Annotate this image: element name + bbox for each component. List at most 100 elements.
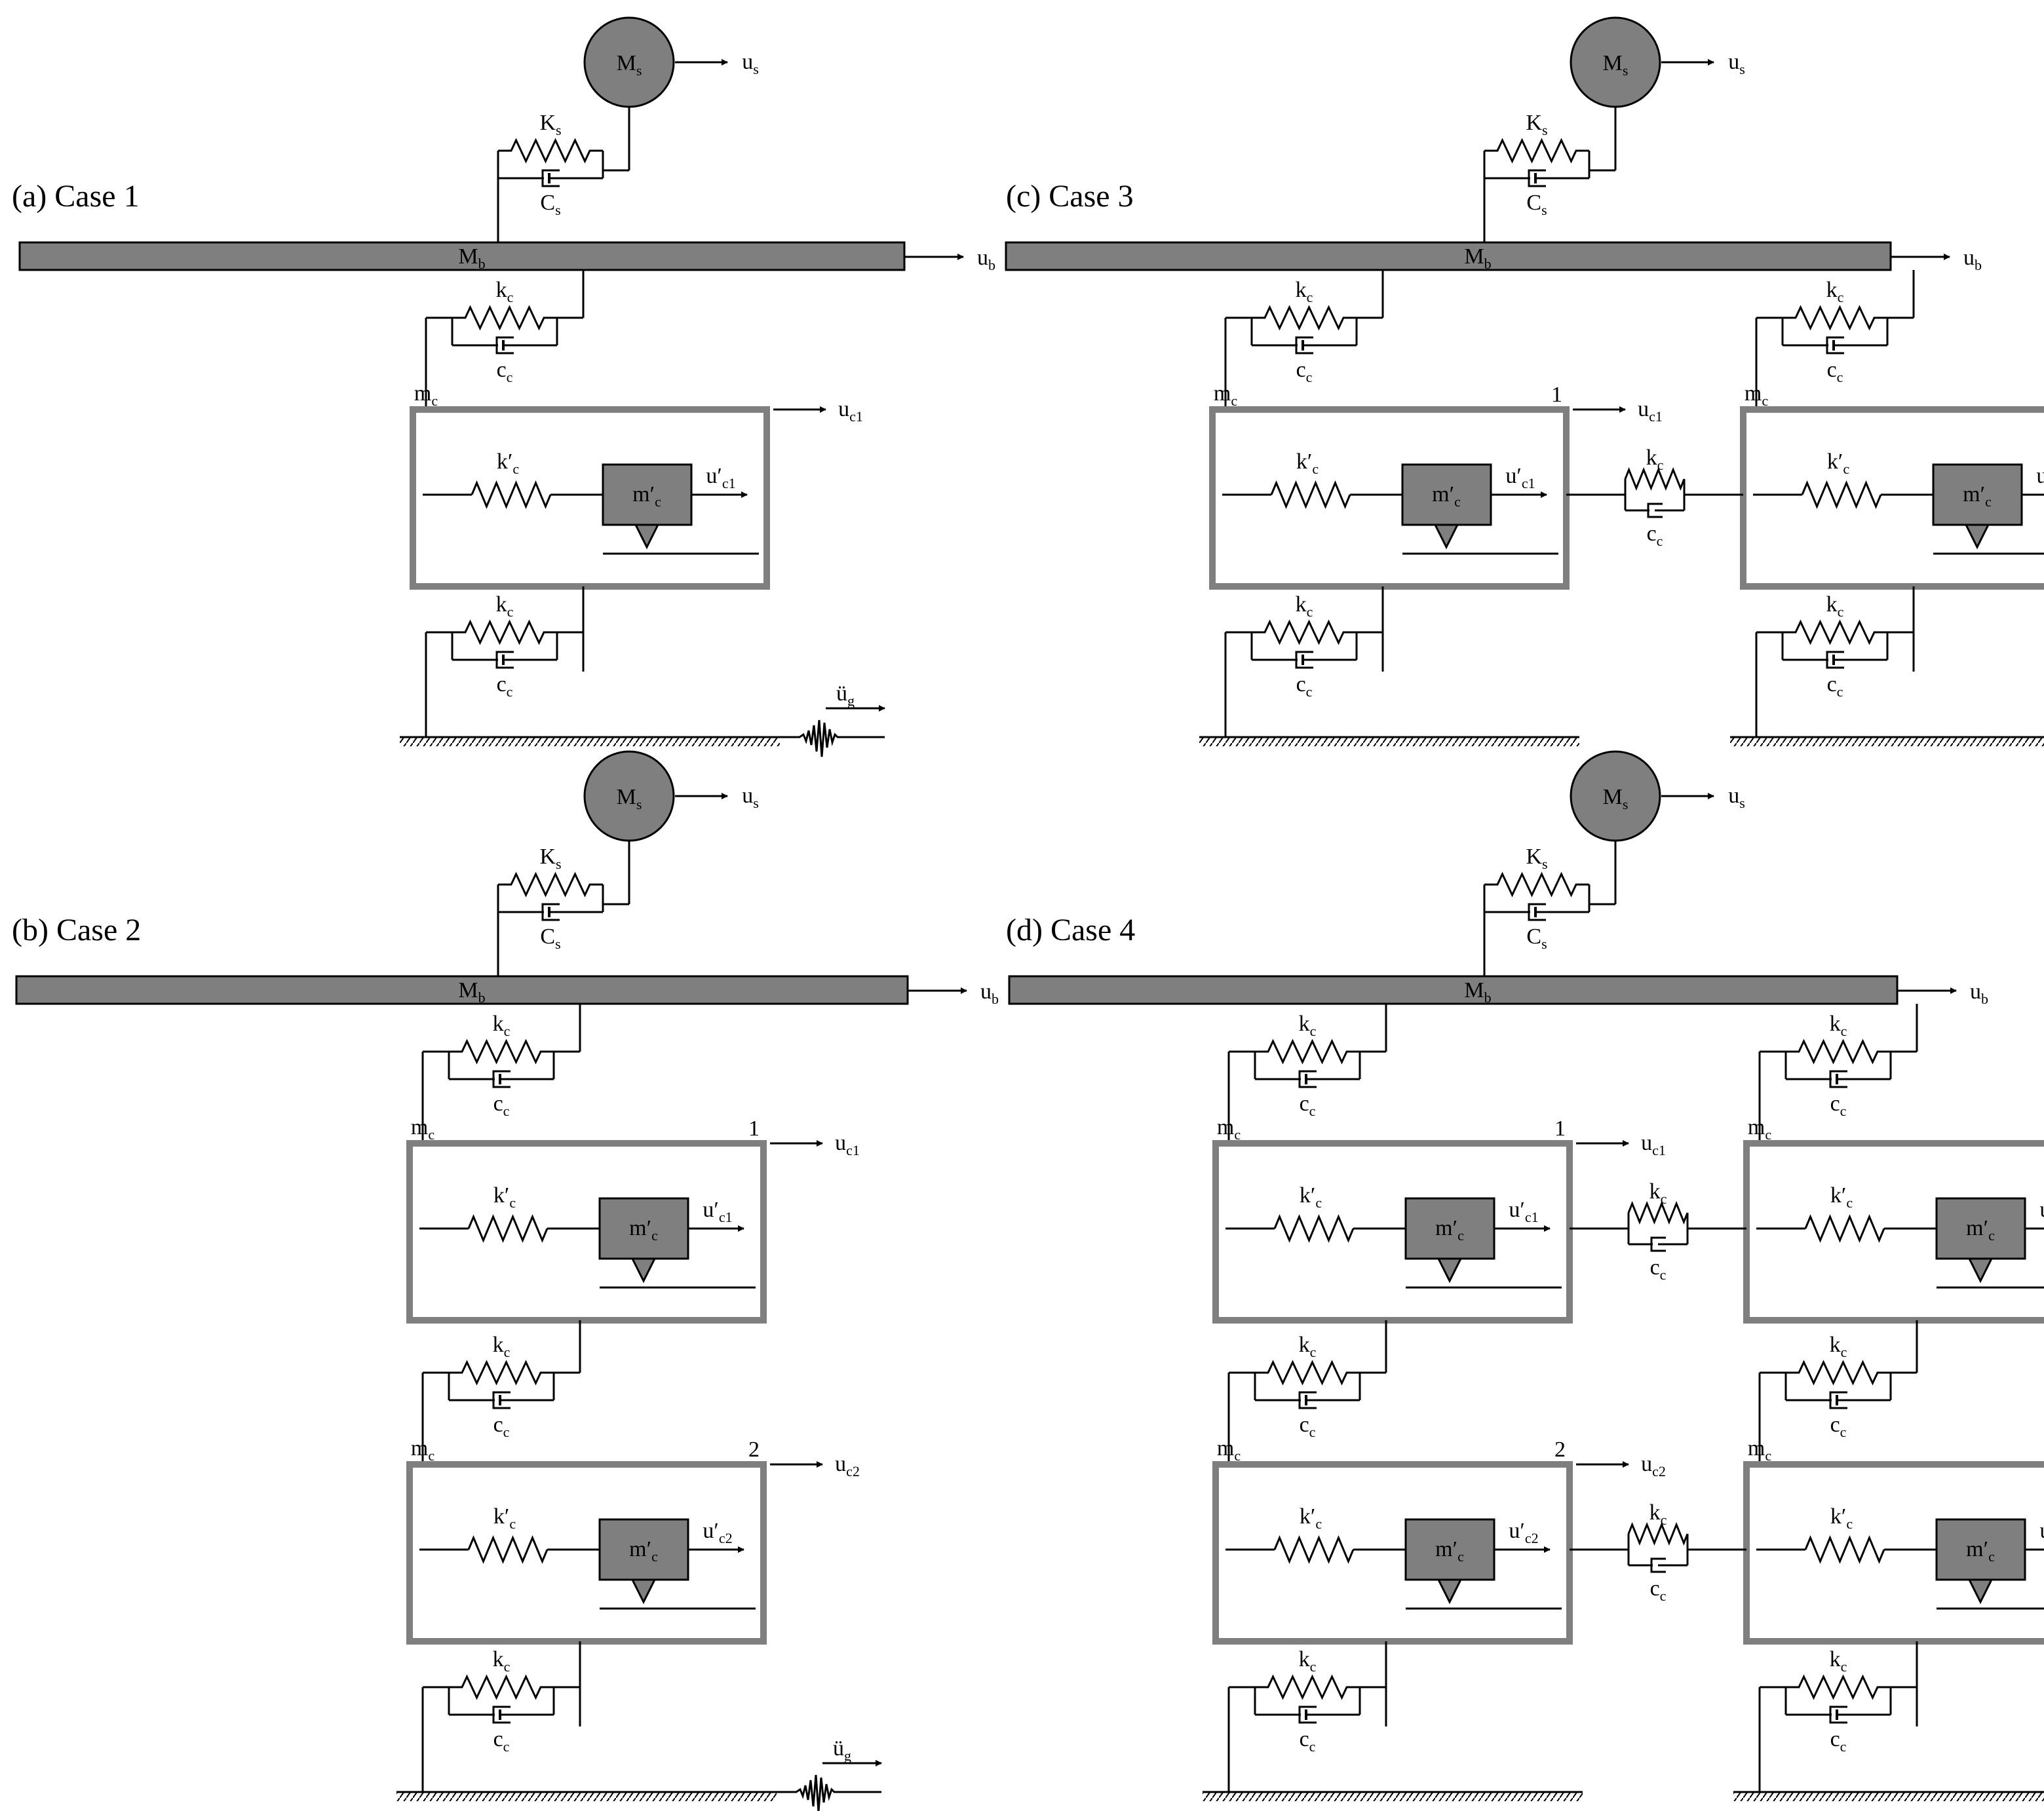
panel-c-col2-foundation-isolator-spring bbox=[1783, 619, 1887, 645]
panel-a-col1-foundation-isolator-spring bbox=[452, 619, 557, 645]
panel-c-column-1-mpc-label: m′c bbox=[1432, 482, 1461, 510]
panel-b-column-2-kpc-label: k′c bbox=[493, 1504, 516, 1532]
panel-d-col2-isolator-2-damper-cup bbox=[1829, 1391, 1847, 1409]
panel-d-col2-isolator-1-spring bbox=[1786, 1039, 1891, 1065]
panel-a-caption: (a) Case 1 bbox=[12, 179, 140, 214]
panel-c-col1-foundation-isolator-c-label: cc bbox=[1296, 672, 1313, 700]
panel-d-caption: (d) Case 4 bbox=[1006, 913, 1135, 947]
panel-b-column-2-inner-disp-label: u′c2 bbox=[703, 1519, 732, 1546]
panel-d-column-3-mpc-label: m′c bbox=[1966, 1216, 1995, 1244]
panel-c-base-slab bbox=[1005, 241, 1892, 271]
panel-d-col2-isolator-2-c-label: cc bbox=[1830, 1413, 1847, 1440]
panel-d-row2-coupler-c-label: cc bbox=[1650, 1576, 1667, 1604]
panel-d-row2-coupler-spring bbox=[1627, 1521, 1689, 1546]
panel-b-column-2-mc-label: mc bbox=[411, 1436, 434, 1464]
panel-d-column-4-inner-disp-label: u′c4 bbox=[2039, 1519, 2044, 1546]
panel-c-column-1-id-number: 1 bbox=[1551, 383, 1562, 407]
panel-b-col1-isolator-2-spring bbox=[449, 1360, 554, 1386]
panel-a-col1-foundation-isolator-c-label: cc bbox=[497, 672, 513, 700]
panel-a-superstructure-isolator-c-label: Cs bbox=[540, 191, 560, 218]
panel-d-row1-coupler-damper-cup bbox=[1650, 1236, 1666, 1252]
panel-c-column-1-inner-mass bbox=[1401, 463, 1492, 526]
panel-c-col1-isolator-1-spring bbox=[1252, 305, 1357, 331]
panel-d-col2-foundation-isolator-damper-cup bbox=[1829, 1706, 1847, 1724]
panel-a-superstructure-isolator-damper-cup bbox=[541, 169, 560, 187]
panel-c-col2-foundation-isolator-c-label: cc bbox=[1827, 672, 1843, 700]
panel-a-col1-foundation-isolator-damper-cup bbox=[495, 651, 514, 669]
panel-b-column-1-kpc-label: k′c bbox=[493, 1183, 516, 1211]
panel-d-column-1-kpc-label: k′c bbox=[1300, 1183, 1322, 1211]
panel-d-row2-coupler-damper-cup bbox=[1650, 1557, 1666, 1573]
panel-a-Mb-label: Mb bbox=[458, 244, 485, 272]
panel-a-col1-isolator-1-k-label: kc bbox=[496, 278, 514, 305]
panel-d-Mb-label: Mb bbox=[1464, 978, 1491, 1006]
panel-a-column-1-kpc-label: k′c bbox=[497, 449, 519, 477]
panel-d-column-1-frame bbox=[1212, 1140, 1573, 1324]
panel-b-col1-isolator-1-k-label: kc bbox=[493, 1012, 511, 1039]
panel-d-column-3-inner-disp-label: u′c3 bbox=[2039, 1198, 2044, 1225]
panel-d-us-label: us bbox=[1728, 784, 1745, 811]
panel-d-col1-isolator-1-spring bbox=[1255, 1039, 1360, 1065]
panel-c-col1-foundation-isolator-spring bbox=[1252, 619, 1357, 645]
panel-d-col2-foundation-isolator-c-label: cc bbox=[1830, 1727, 1847, 1755]
panel-c-col1-foundation-isolator-damper-cup bbox=[1295, 651, 1313, 669]
panel-c-us-label: us bbox=[1728, 50, 1745, 77]
panel-c-column-2-mc-label: mc bbox=[1745, 381, 1768, 409]
panel-d-col2-ground-hatch bbox=[1733, 1792, 2044, 1801]
panel-b-col1-foundation-isolator-spring bbox=[449, 1674, 554, 1700]
panel-a-ub-label: ub bbox=[977, 246, 995, 273]
panel-c-column-1-inner-spring bbox=[1270, 480, 1351, 509]
panel-c-column-2-inner-disp-label: u′c2 bbox=[2036, 464, 2044, 491]
panel-b-ub-label: ub bbox=[980, 980, 999, 1007]
panel-d-row1-coupler-k-label: kc bbox=[1649, 1179, 1667, 1207]
panel-d-col2-isolator-1-damper-cup bbox=[1829, 1070, 1847, 1088]
panel-a-column-1-frame bbox=[410, 406, 770, 590]
panel-d-col1-isolator-2-c-label: cc bbox=[1300, 1413, 1316, 1440]
panel-a-column-1-mc-label: mc bbox=[414, 381, 438, 409]
panel-d-col2-foundation-isolator-k-label: kc bbox=[1830, 1647, 1847, 1675]
panel-d-column-3-inner-spring bbox=[1804, 1214, 1885, 1243]
panel-b-superstructure-isolator-k-label: Ks bbox=[539, 845, 561, 872]
panel-d-column-2-support-wedge bbox=[1437, 1578, 1463, 1605]
panel-b-col1-foundation-isolator-damper-cup bbox=[492, 1706, 511, 1724]
panel-b-col1-foundation-isolator-k-label: kc bbox=[493, 1647, 511, 1675]
panel-b-column-1-support-wedge bbox=[630, 1257, 657, 1284]
panel-c-column-2-inner-mass bbox=[1932, 463, 2023, 526]
panel-d-column-4-support-wedge bbox=[1967, 1578, 1994, 1605]
panel-c-Mb-label: Mb bbox=[1464, 244, 1491, 272]
panel-c-row1-coupler-c-label: cc bbox=[1647, 522, 1663, 549]
panel-a-base-slab bbox=[18, 241, 906, 271]
panel-d-column-4-kpc-label: k′c bbox=[1830, 1504, 1853, 1532]
panel-b-col1-isolator-2-c-label: cc bbox=[493, 1413, 510, 1440]
panel-c-superstructure-isolator-spring bbox=[1484, 138, 1589, 164]
panel-d-column-1-mc-label: mc bbox=[1217, 1115, 1241, 1143]
panel-c-row1-coupler-spring bbox=[1624, 467, 1686, 491]
panel-d-col1-ground-hatch bbox=[1203, 1792, 1583, 1801]
panel-c-caption: (c) Case 3 bbox=[1006, 179, 1134, 214]
panel-c-column-1-support-wedge bbox=[1433, 524, 1459, 550]
panel-b-us-label: us bbox=[742, 784, 759, 811]
panel-b-col1-ground-hatch bbox=[396, 1792, 777, 1801]
panel-d-column-1-id-number: 1 bbox=[1554, 1116, 1566, 1141]
panel-c-col1-isolator-1-damper-cup bbox=[1295, 336, 1313, 354]
panel-d-row1-coupler-spring bbox=[1627, 1200, 1689, 1225]
panel-d-column-4-inner-spring bbox=[1804, 1535, 1885, 1564]
panel-d-superstructure-isolator-c-label: Cs bbox=[1526, 925, 1547, 952]
panel-a-superstructure-isolator-spring bbox=[498, 138, 603, 164]
panel-c-Ms-label: Ms bbox=[1603, 51, 1629, 79]
panel-d-col1-foundation-isolator-damper-cup bbox=[1298, 1706, 1317, 1724]
panel-b-column-1-mc-label: mc bbox=[411, 1115, 434, 1143]
panel-d-col1-isolator-2-damper-cup bbox=[1298, 1391, 1317, 1409]
panel-c-column-2-inner-spring bbox=[1801, 480, 1882, 509]
panel-d-col1-isolator-1-c-label: cc bbox=[1300, 1092, 1316, 1119]
panel-c-column-1-frame bbox=[1209, 406, 1570, 590]
panel-c-col2-isolator-1-c-label: cc bbox=[1827, 358, 1843, 385]
panel-a-ground-motion-signal bbox=[780, 719, 885, 757]
panel-c-ub-label: ub bbox=[1963, 246, 1982, 273]
panel-d-column-3-support-wedge bbox=[1967, 1257, 1994, 1284]
panel-d-row1-coupler-c-label: cc bbox=[1650, 1255, 1667, 1283]
panel-d-column-2-mc-label: mc bbox=[1217, 1436, 1241, 1464]
panel-a-col1-foundation-isolator-k-label: kc bbox=[496, 592, 514, 620]
panel-c-column-1-kpc-label: k′c bbox=[1296, 449, 1319, 477]
panel-d-column-4-mpc-label: m′c bbox=[1966, 1537, 1995, 1565]
